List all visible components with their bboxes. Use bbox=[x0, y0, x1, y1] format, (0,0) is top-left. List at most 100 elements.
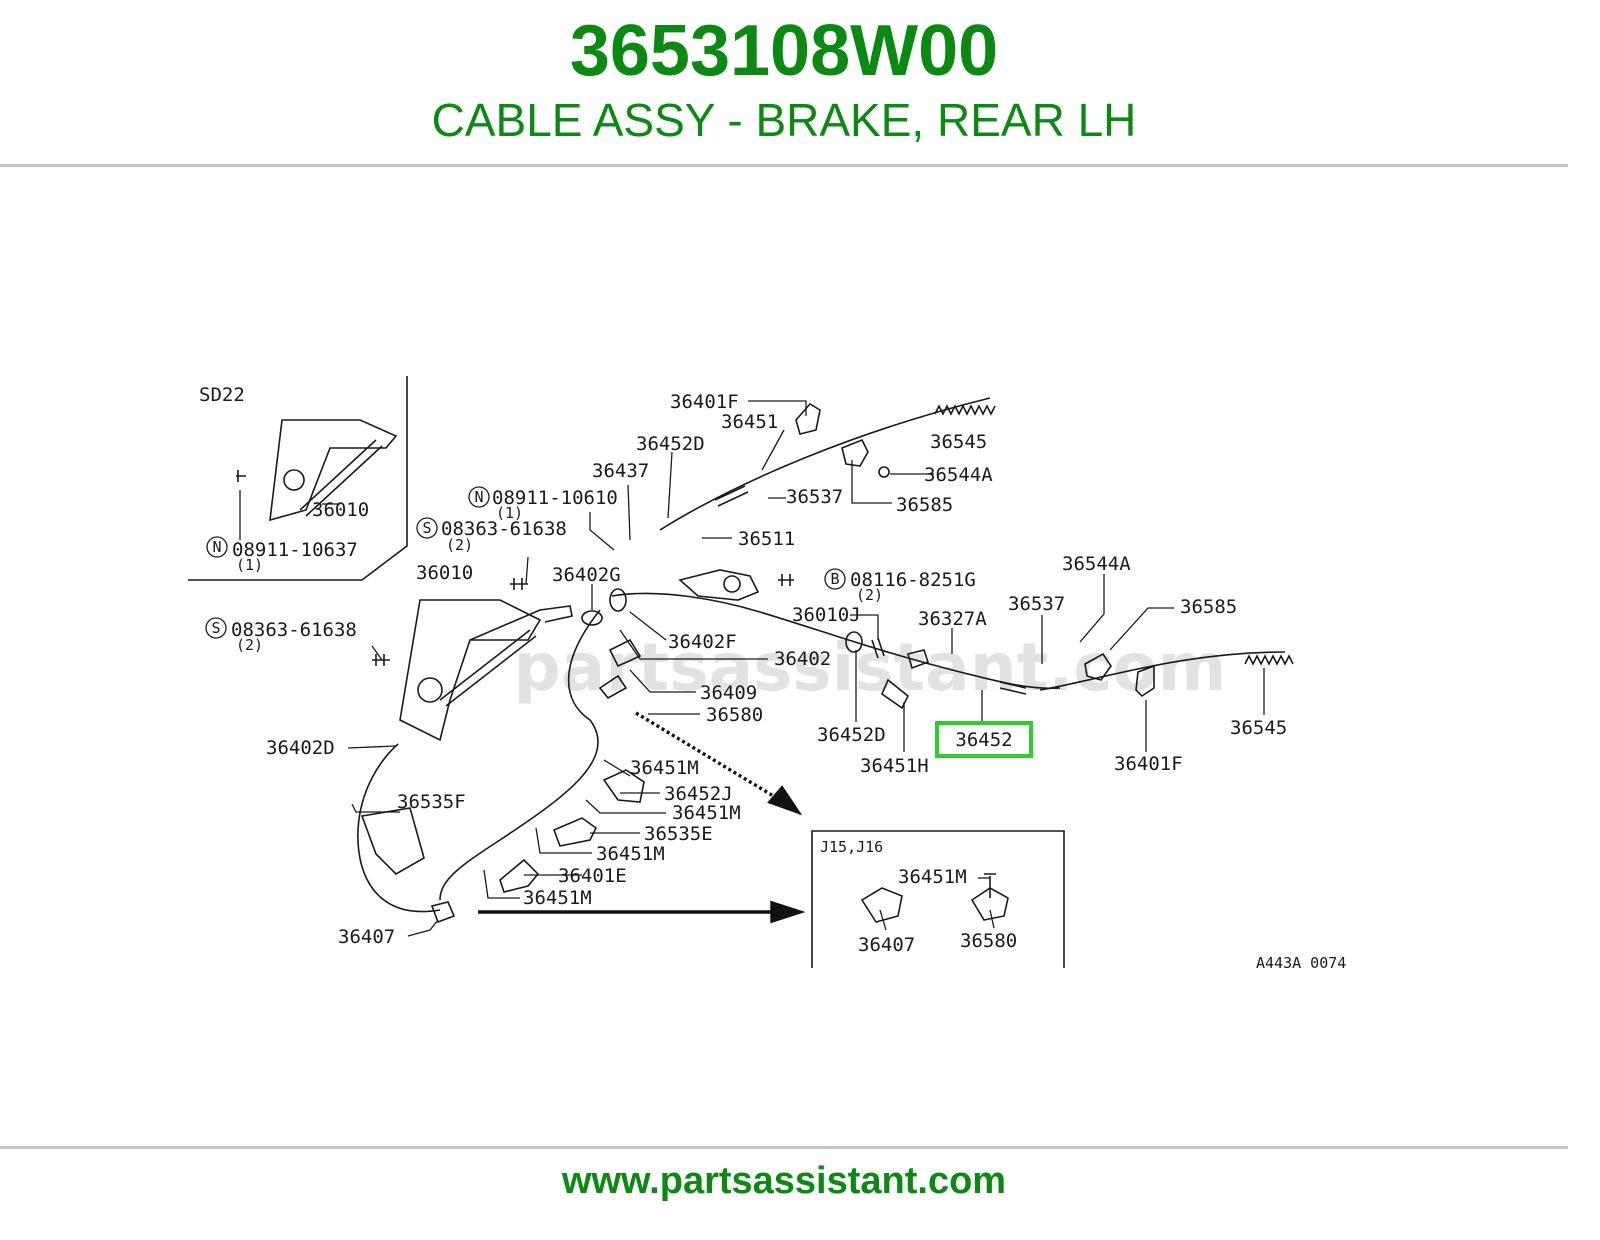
j15-clip-36407 bbox=[860, 887, 903, 923]
part-label[interactable]: 36451M bbox=[596, 843, 665, 865]
grommet-36402f bbox=[609, 588, 627, 612]
part-label[interactable]: 36437 bbox=[592, 460, 649, 482]
part-label[interactable]: 08116-8251G bbox=[850, 569, 976, 591]
j15-bolt-36451m bbox=[984, 873, 996, 898]
part-label[interactable]: 36409 bbox=[700, 682, 757, 704]
highlighted-part-label[interactable]: 36452 bbox=[955, 729, 1012, 751]
bolt-08363-a bbox=[510, 578, 528, 590]
part-label[interactable]: 36585 bbox=[896, 494, 953, 516]
grommet-36452d bbox=[845, 631, 863, 653]
watermark-text: partsassistant.com bbox=[513, 629, 1226, 706]
part-label[interactable]: 36452D bbox=[636, 433, 705, 455]
prefix-mark-s: S bbox=[422, 519, 431, 537]
part-qty-label: (1) bbox=[236, 556, 263, 574]
part-label[interactable]: 36402G bbox=[552, 564, 621, 586]
bracket-36535e bbox=[552, 817, 598, 847]
sd22-pedal bbox=[269, 419, 398, 522]
part-label[interactable]: 36451M bbox=[898, 866, 967, 888]
pedal-assembly bbox=[399, 599, 542, 742]
part-description: CABLE ASSY - BRAKE, REAR LH bbox=[431, 94, 1137, 146]
figure-code: A443A 0074 bbox=[1256, 954, 1346, 972]
part-label[interactable]: 08363-61638 bbox=[231, 619, 357, 641]
clip-36580 bbox=[598, 674, 628, 700]
middle-cable-adjuster bbox=[999, 681, 1027, 695]
part-label[interactable]: 08911-10610 bbox=[492, 487, 618, 509]
pedal-arm bbox=[469, 605, 573, 641]
part-label[interactable]: 36327A bbox=[918, 608, 987, 630]
sd22-inset-border bbox=[188, 376, 408, 581]
part-label[interactable]: 36511 bbox=[738, 528, 795, 550]
clip-36409 bbox=[608, 638, 642, 668]
arrow-upper bbox=[635, 711, 781, 802]
upper-cable bbox=[659, 397, 991, 531]
plate-36535f bbox=[360, 807, 425, 875]
part-label[interactable]: 08363-61638 bbox=[441, 518, 567, 540]
part-qty-label: (2) bbox=[856, 586, 883, 604]
bracket-36401f-right bbox=[1135, 664, 1155, 698]
part-label[interactable]: 36407 bbox=[338, 926, 395, 948]
rear-spring bbox=[1244, 654, 1294, 666]
front-cable bbox=[439, 609, 601, 901]
bracket-36585-right bbox=[1084, 652, 1112, 681]
sd22-inset-title: SD22 bbox=[199, 384, 245, 406]
part-label[interactable]: 36451 bbox=[721, 411, 778, 433]
part-label[interactable]: 08911-10637 bbox=[232, 539, 358, 561]
upper-cable-adjuster bbox=[714, 485, 749, 507]
part-number-title: 3653108W00 bbox=[569, 11, 999, 91]
part-label[interactable]: 36452D bbox=[817, 724, 886, 746]
upper-bracket bbox=[795, 402, 821, 435]
arrow-lower-head bbox=[770, 900, 806, 924]
part-label[interactable]: 36401E bbox=[558, 865, 627, 887]
part-label[interactable]: 36401F bbox=[670, 391, 739, 413]
part-qty-label: (2) bbox=[446, 536, 473, 554]
clip-36407 bbox=[430, 901, 456, 924]
part-label[interactable]: 36580 bbox=[960, 930, 1017, 952]
part-label[interactable]: 36580 bbox=[706, 704, 763, 726]
part-label[interactable]: 36402F bbox=[668, 631, 737, 653]
part-label[interactable]: 36401F bbox=[1114, 753, 1183, 775]
part-label[interactable]: 36451M bbox=[630, 757, 699, 779]
part-label[interactable]: 36537 bbox=[1008, 593, 1065, 615]
part-label[interactable]: 36537 bbox=[786, 486, 843, 508]
bracket-36401e bbox=[499, 858, 540, 893]
part-label[interactable]: 36010 bbox=[416, 562, 473, 584]
sd22-rod bbox=[299, 439, 383, 517]
pedal-pivot bbox=[417, 677, 443, 703]
part-label[interactable]: 36010J bbox=[792, 604, 861, 626]
bracket-36585-top bbox=[841, 438, 869, 467]
part-label[interactable]: 36402D bbox=[266, 737, 335, 759]
part-label[interactable]: 36535E bbox=[644, 823, 713, 845]
j15-inset-border bbox=[811, 830, 1065, 968]
prefix-mark-n: N bbox=[474, 488, 483, 506]
part-label[interactable]: 36407 bbox=[858, 934, 915, 956]
part-label[interactable]: 36451M bbox=[672, 802, 741, 824]
part-label[interactable]: 36535F bbox=[397, 791, 466, 813]
prefix-mark-b: B bbox=[830, 570, 839, 588]
part-label[interactable]: 36451H bbox=[860, 755, 929, 777]
arrow-upper-head bbox=[767, 785, 803, 816]
equalizer-bracket bbox=[678, 569, 760, 601]
part-label[interactable]: 36545 bbox=[1230, 717, 1287, 739]
rear-right-cable bbox=[1039, 651, 1286, 691]
part-label[interactable]: 36545 bbox=[930, 431, 987, 453]
bracket-36451h bbox=[881, 678, 910, 710]
part-label[interactable]: 36402 bbox=[774, 648, 831, 670]
pedal-rod bbox=[439, 629, 537, 707]
bolt-08363-b bbox=[372, 654, 390, 666]
highlighted-part-box[interactable] bbox=[935, 721, 1033, 758]
part-label[interactable]: 36451M bbox=[523, 887, 592, 909]
part-label[interactable]: 36544A bbox=[924, 464, 993, 486]
page-header: 3653108W00 CABLE ASSY - BRAKE, REAR LH bbox=[0, 0, 1568, 166]
j15-clip-36580 bbox=[970, 887, 1009, 921]
part-label[interactable]: 36452J bbox=[664, 783, 733, 805]
part-qty-label: (1) bbox=[496, 504, 523, 522]
part-label[interactable]: 36010 bbox=[312, 499, 369, 521]
footer-url-link[interactable]: www.partsassistant.com bbox=[561, 1160, 1007, 1202]
grommet-36402g bbox=[581, 610, 603, 626]
part-label[interactable]: 36544A bbox=[1062, 553, 1131, 575]
header-divider bbox=[0, 164, 1568, 167]
upper-spring bbox=[934, 404, 996, 416]
part-label[interactable]: 36585 bbox=[1180, 596, 1237, 618]
sd22-pivot bbox=[283, 469, 305, 491]
clip-36010j bbox=[871, 637, 885, 659]
